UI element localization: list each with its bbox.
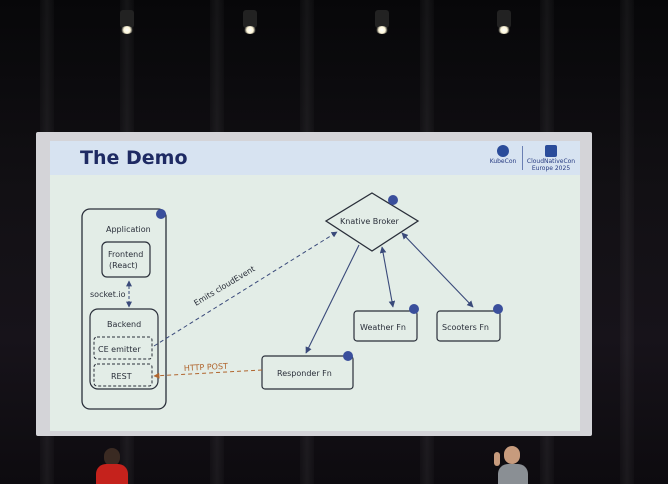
ce-emitter-node xyxy=(93,336,153,360)
cloudnativecon-logo-text: CloudNativeCon xyxy=(526,158,576,165)
edge-broker-weather xyxy=(379,246,396,308)
application-label: Application xyxy=(106,225,151,234)
speaker-right xyxy=(494,446,530,484)
knative-badge-icon xyxy=(409,304,419,314)
stage-light xyxy=(120,10,134,34)
knative-badge-icon xyxy=(343,351,353,361)
rest-label: REST xyxy=(111,372,132,381)
kubernetes-badge-icon xyxy=(156,209,166,219)
socket-label: socket.io xyxy=(90,290,126,299)
stage-light xyxy=(375,10,389,34)
speaker-shirt xyxy=(498,464,528,484)
weather-fn-label: Weather Fn xyxy=(360,323,406,332)
speaker-left xyxy=(96,448,128,484)
slide: The Demo KubeCon CloudNativeCon Europe 2… xyxy=(50,141,580,431)
speaker-head xyxy=(504,446,520,464)
weather-fn-node xyxy=(353,310,418,342)
architecture-diagram: Application Frontend (React) socket.io B… xyxy=(81,192,503,410)
speaker-shirt xyxy=(96,464,128,484)
kubecon-icon xyxy=(497,145,509,157)
edge-emits-cloudevent xyxy=(153,231,338,347)
logo-divider xyxy=(522,146,523,170)
kubecon-logo-text: KubeCon xyxy=(489,158,517,165)
kubecon-logo: KubeCon xyxy=(488,145,518,165)
knative-badge-icon xyxy=(388,195,398,205)
cloudnativecon-icon xyxy=(545,145,557,157)
event-subtitle: Europe 2025 xyxy=(531,165,571,172)
edge-emits-label: Emits cloudEvent xyxy=(192,264,256,308)
knative-broker-label: Knative Broker xyxy=(340,217,400,226)
frontend-node xyxy=(101,241,151,278)
knative-badge-icon xyxy=(493,304,503,314)
application-container xyxy=(81,208,167,410)
frontend-label: Frontend xyxy=(108,250,143,259)
speaker-hand xyxy=(494,452,500,466)
edge-http-label: HTTP POST xyxy=(184,362,229,373)
slide-title: The Demo xyxy=(80,147,188,169)
backend-label: Backend xyxy=(107,320,141,329)
responder-fn-label: Responder Fn xyxy=(277,369,332,378)
scooters-fn-node xyxy=(436,310,501,342)
rest-node xyxy=(93,363,153,387)
stage-light xyxy=(243,10,257,34)
backend-node xyxy=(89,308,159,390)
responder-fn-node xyxy=(261,355,354,390)
ce-emitter-label: CE emitter xyxy=(98,345,141,354)
speaker-head xyxy=(104,448,120,466)
knative-broker-node xyxy=(324,192,420,252)
edge-broker-responder xyxy=(305,244,360,354)
edge-broker-scooters xyxy=(401,232,474,308)
cloudnativecon-logo: CloudNativeCon Europe 2025 xyxy=(526,145,576,172)
scooters-fn-label: Scooters Fn xyxy=(442,323,489,332)
frontend-sublabel: (React) xyxy=(109,261,138,270)
slide-header: The Demo KubeCon CloudNativeCon Europe 2… xyxy=(50,141,580,175)
curtain-fold xyxy=(620,0,634,484)
stage-light xyxy=(497,10,511,34)
